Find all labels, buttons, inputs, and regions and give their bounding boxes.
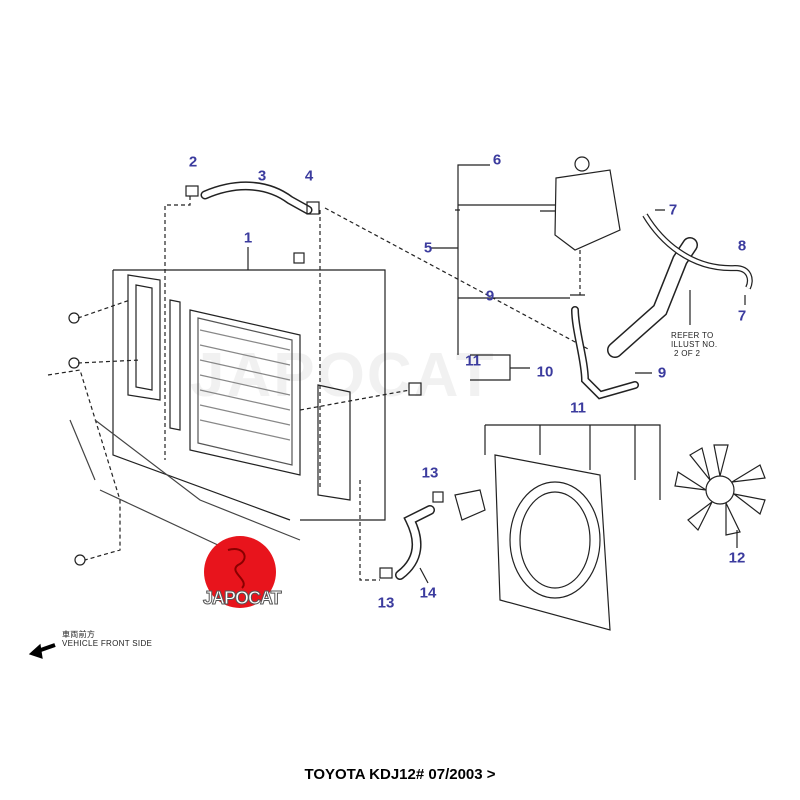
part-number-12[interactable]: 12 bbox=[728, 549, 746, 567]
part-number-10[interactable]: 10 bbox=[536, 363, 554, 381]
reservoir-tank bbox=[554, 169, 621, 251]
part-number-4[interactable]: 4 bbox=[304, 167, 314, 185]
water-outlet bbox=[454, 489, 486, 521]
part-number-3[interactable]: 3 bbox=[257, 167, 267, 185]
fan-group-bracket bbox=[484, 424, 661, 500]
part-number-7[interactable]: 7 bbox=[737, 307, 747, 325]
part-number-13[interactable]: 13 bbox=[377, 594, 395, 612]
refer-note-line: ILLUST NO. bbox=[671, 340, 718, 349]
logo-text: JAPOCAT bbox=[203, 588, 283, 609]
part-number-11[interactable]: 11 bbox=[465, 352, 481, 370]
part-number-7[interactable]: 7 bbox=[668, 201, 678, 219]
refer-note-line: 2 OF 2 bbox=[674, 349, 701, 358]
model-caption: TOYOTA KDJ12# 07/2003 > bbox=[304, 766, 496, 783]
part-number-6[interactable]: 6 bbox=[492, 151, 502, 169]
part-number-13[interactable]: 13 bbox=[421, 464, 439, 482]
clamp bbox=[185, 185, 199, 197]
direction-label-jp: 車両前方 bbox=[62, 630, 96, 639]
part-number-5[interactable]: 5 bbox=[423, 239, 433, 257]
part-number-9[interactable]: 9 bbox=[657, 364, 667, 382]
part-number-14[interactable]: 14 bbox=[419, 584, 437, 602]
part-number-8[interactable]: 8 bbox=[737, 237, 747, 255]
part-number-9[interactable]: 9 bbox=[485, 287, 495, 305]
reservoir-group-bracket bbox=[430, 164, 570, 355]
refer-note-line: REFER TO bbox=[671, 331, 714, 340]
direction-label-en: VEHICLE FRONT SIDE bbox=[62, 639, 153, 648]
part-number-11[interactable]: 11 bbox=[570, 399, 586, 417]
fan-shroud bbox=[494, 454, 611, 631]
cooling-fan bbox=[674, 444, 766, 536]
direction-label: 車両前方 VEHICLE FRONT SIDE bbox=[62, 630, 152, 648]
refer-note: REFER TO ILLUST NO. 2 OF 2 bbox=[671, 331, 717, 358]
radiator-core bbox=[127, 274, 351, 501]
part-number-2[interactable]: 2 bbox=[188, 153, 198, 171]
japocat-logo bbox=[204, 536, 276, 608]
radiator-group-bracket bbox=[112, 269, 386, 521]
part-number-1[interactable]: 1 bbox=[243, 229, 253, 247]
